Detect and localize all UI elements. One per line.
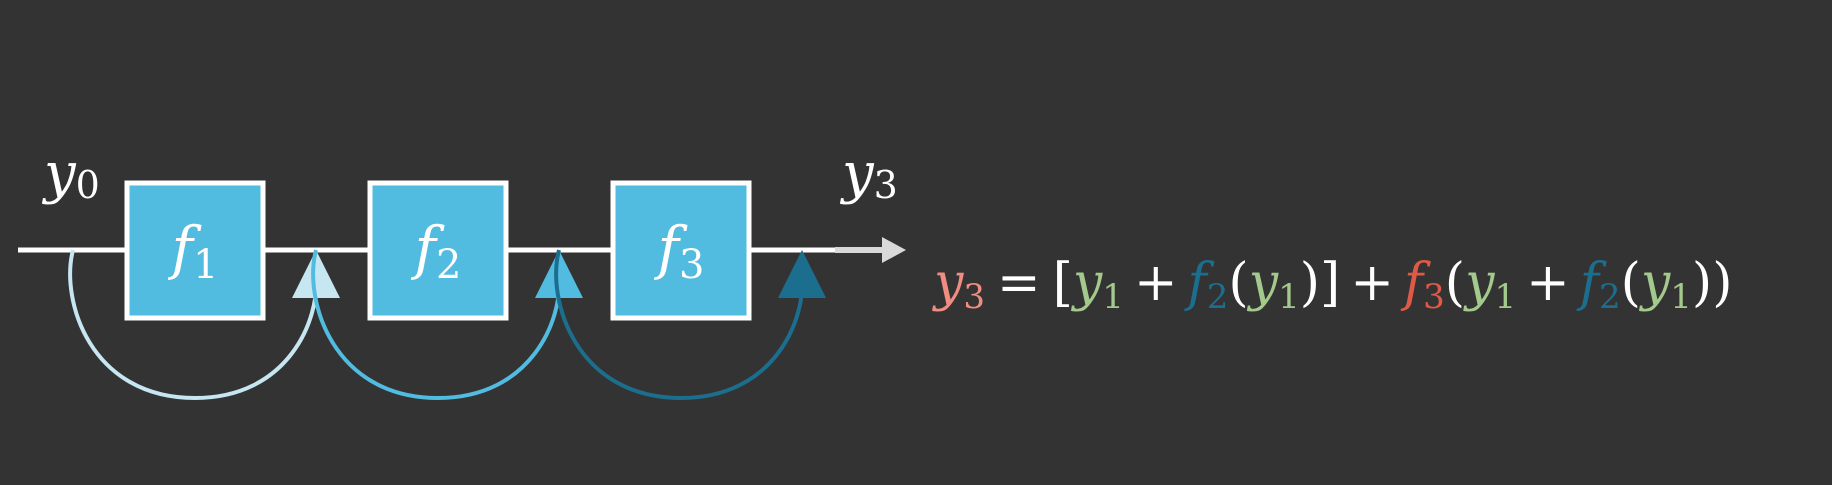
- eq-open-bracket: [: [1053, 253, 1073, 313]
- eq-equals: =: [997, 253, 1041, 313]
- block-f2-label: f2: [411, 214, 462, 288]
- eq-close-bracket: ]: [1320, 253, 1340, 313]
- output-label: y3: [839, 141, 898, 207]
- skip-arc-2: [311, 249, 562, 401]
- skip-arc-1: [68, 249, 319, 401]
- block-f2: f2: [367, 180, 509, 321]
- skip-arrowhead-3: [778, 250, 826, 298]
- skip-arc-3: [554, 249, 805, 401]
- equation: y3=[y1+f2(y1)]+f3(y1+f2(y1)): [932, 253, 1733, 317]
- input-label: y0: [41, 141, 100, 207]
- skip-arrowhead-1: [292, 250, 340, 298]
- block-f1: f1: [124, 180, 266, 321]
- output-arrow-head: [882, 237, 906, 263]
- block-f3-label: f3: [654, 214, 705, 288]
- skip-arrowhead-2: [535, 250, 583, 298]
- eq-lhs-y3: y: [932, 253, 964, 313]
- block-f3: f3: [610, 180, 752, 321]
